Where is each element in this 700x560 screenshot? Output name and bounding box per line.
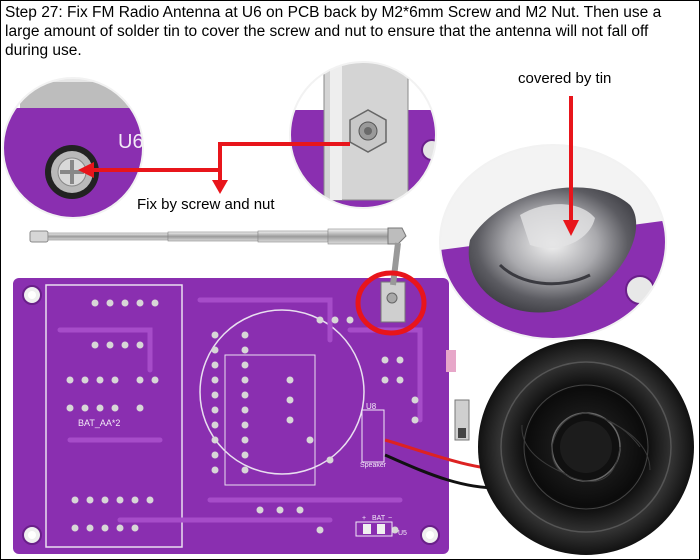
- battery-silkscreen: BAT_AA*2: [78, 418, 120, 428]
- speaker: [384, 339, 694, 555]
- fix-arrows: [94, 142, 350, 180]
- bat-silkscreen: BAT: [372, 515, 386, 522]
- speaker-silkscreen: Speaker: [360, 462, 387, 469]
- telescopic-antenna: [29, 227, 407, 323]
- tin-arrow: [563, 96, 579, 236]
- u6-silkscreen: U6: [118, 131, 144, 153]
- u8-silkscreen: U8: [366, 402, 377, 411]
- instruction-text: Step 27: Fix FM Radio Antenna at U6 on P…: [5, 4, 662, 59]
- covered-by-tin-label: covered by tin: [518, 70, 612, 87]
- inset-screw-closeup: U6: [2, 77, 144, 219]
- bat-minus-silkscreen: −: [388, 515, 392, 522]
- pcb-board: BAT_AA*2 U8 Speaker + BAT − U5: [13, 278, 470, 554]
- arrow-head-left: [78, 162, 94, 178]
- arrow-head-down: [212, 180, 228, 194]
- fix-by-screw-label: Fix by screw and nut: [137, 196, 275, 213]
- inset-nut-closeup: [289, 61, 437, 209]
- u5-silkscreen: U5: [398, 530, 407, 537]
- antenna-mount-highlight: [355, 270, 427, 336]
- inset-tin-covered: [439, 144, 667, 340]
- bat-plus-silkscreen: +: [362, 515, 366, 522]
